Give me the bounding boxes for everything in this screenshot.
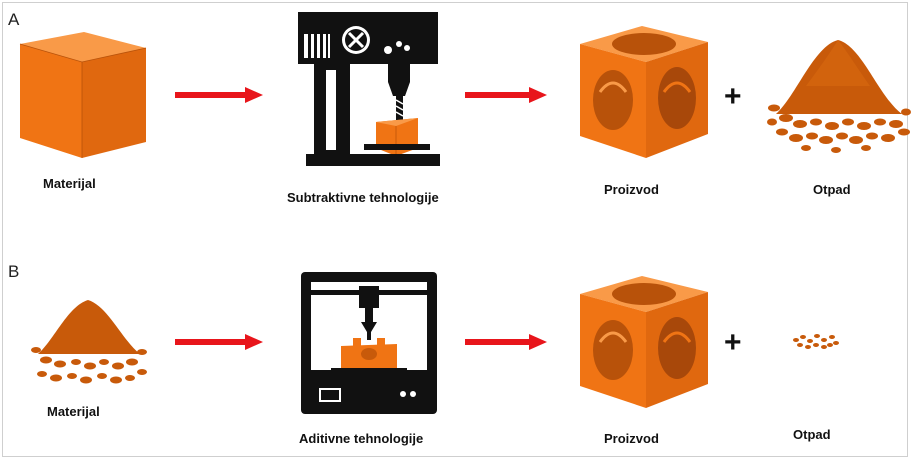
panel-a-letter: A xyxy=(8,10,20,29)
panel-b-plus: + xyxy=(724,326,742,359)
panel-b-process-label: Aditivne tehnologije xyxy=(299,431,424,446)
panel-a-process-label: Subtraktivne tehnologije xyxy=(287,190,439,205)
panel-a-product-label: Proizvod xyxy=(604,182,659,197)
waste-small-icon xyxy=(793,334,839,349)
material-cube-icon xyxy=(19,32,147,158)
panel-b-product-label: Proizvod xyxy=(604,431,659,446)
arrow-right-icon xyxy=(175,87,263,103)
panel-a-material-label: Materijal xyxy=(43,176,96,191)
arrow-right-icon xyxy=(465,334,547,350)
waste-pile-icon xyxy=(767,40,911,153)
subtractive-machine-icon xyxy=(298,12,440,166)
material-pile-icon xyxy=(31,300,147,384)
panel-b-letter: B xyxy=(8,262,20,281)
arrow-right-icon xyxy=(465,87,547,103)
3d-printer-icon xyxy=(301,272,437,414)
panel-a-plus: + xyxy=(724,80,742,113)
panel-b-material-label: Materijal xyxy=(47,404,100,419)
arrow-right-icon xyxy=(175,334,263,350)
product-cube-icon xyxy=(580,26,708,158)
panel-a-waste-label: Otpad xyxy=(813,182,851,197)
product-cube-icon xyxy=(580,276,708,408)
panel-b-waste-label: Otpad xyxy=(793,427,831,442)
